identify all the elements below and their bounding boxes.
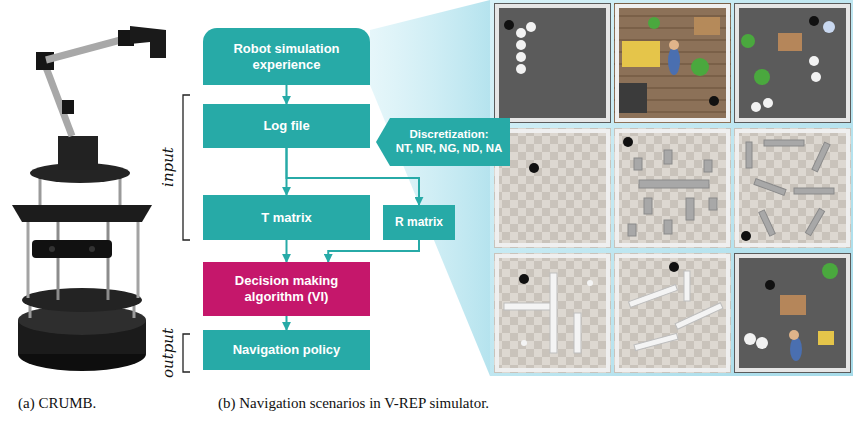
- subfigure-caption: (b) Navigation scenarios in V-REP simula…: [218, 395, 489, 412]
- input-bracket: [183, 95, 190, 240]
- node-text: Navigation policy: [233, 342, 341, 358]
- output-bracket: [183, 334, 190, 372]
- algorithm-box: Decision making algorithm (VI): [203, 262, 370, 316]
- input-pentagon: Discretization:NT, NR, NG, ND, NA: [376, 118, 510, 166]
- process-box: R matrix: [383, 205, 455, 240]
- scenario-panel: [490, 0, 853, 376]
- output-box: Navigation policy: [203, 330, 370, 370]
- robot-photo: [12, 26, 166, 371]
- subfigure-caption: (a) CRUMB.: [18, 395, 96, 412]
- node-text: Discretization:: [409, 128, 488, 142]
- zoom-wedge: [370, 0, 490, 376]
- bracket-label: input: [159, 147, 177, 187]
- process-box: T matrix: [203, 195, 370, 240]
- node-text: Decision making algorithm (VI): [211, 273, 362, 304]
- process-box: Log file: [203, 104, 370, 148]
- bracket-label: output: [159, 328, 177, 378]
- flow-arrow: [286, 240, 288, 262]
- node-text: Log file: [263, 118, 309, 134]
- flow-arrow: [286, 85, 288, 104]
- scenario-grid: [494, 3, 851, 373]
- node-text: R matrix: [395, 215, 443, 229]
- node-text: T matrix: [261, 210, 312, 226]
- node-text: Robot simulation experience: [211, 41, 362, 72]
- process-box: Robot simulation experience: [203, 28, 370, 85]
- flow-arrow: [328, 240, 419, 262]
- flow-arrow: [286, 316, 288, 330]
- node-text: NT, NR, NG, ND, NA: [396, 142, 503, 156]
